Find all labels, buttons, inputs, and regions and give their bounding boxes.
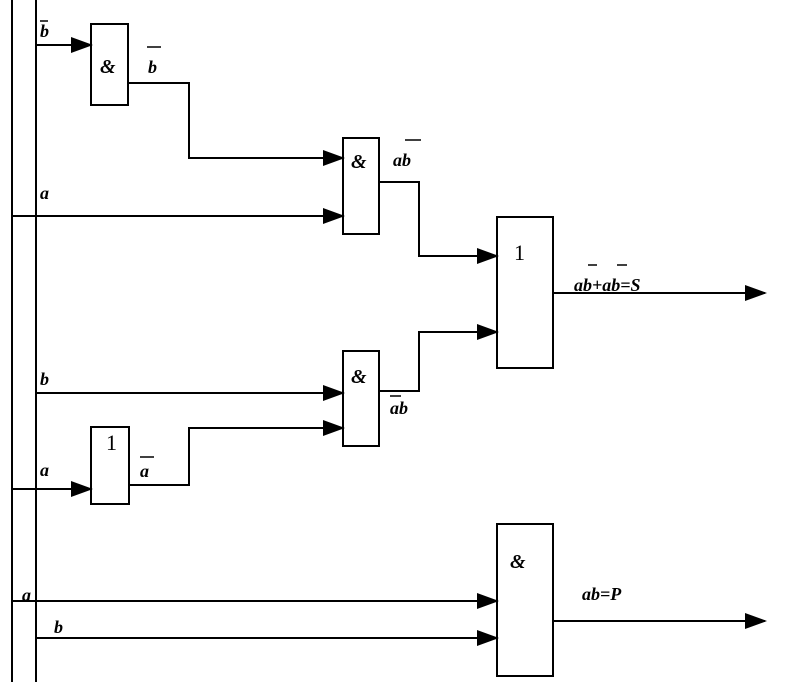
wire-and2-to-or [379, 324, 499, 392]
gate-symbol-not-a: 1 [106, 430, 117, 455]
signal-label-a-notb: ab [393, 150, 411, 170]
gate-and-a-notb [342, 137, 380, 235]
input-label-a-mid: a [40, 183, 49, 203]
input-label-a-low: a [40, 460, 49, 480]
gate-symbol-and2: & [351, 366, 367, 388]
input-label-b-top: b [40, 21, 49, 41]
gate-symbol-and1: & [351, 151, 367, 173]
input-label-b-bot: b [54, 617, 63, 637]
signal-label-nota-b: ab [390, 398, 408, 418]
wire-notb-to-and [128, 82, 345, 166]
gate-symbol-or: 1 [514, 240, 525, 265]
wire-and1-to-or [379, 181, 499, 264]
signal-label-not-b: b [148, 57, 157, 77]
gate-symbol-not-b: & [100, 56, 116, 78]
wire-nota-to-and2 [129, 420, 345, 486]
input-label-a-bot: a [22, 585, 31, 605]
output-label-sum: ab+ab=S [574, 275, 641, 295]
input-label-b-mid: b [40, 369, 49, 389]
gate-symbol-carry: & [510, 551, 526, 573]
gate-not-a [90, 426, 130, 505]
output-label-carry: ab=P [582, 584, 622, 604]
signal-label-not-a: a [140, 461, 149, 481]
gate-or-sum [496, 216, 554, 369]
gate-not-b [90, 23, 129, 106]
gate-and-carry [496, 523, 554, 677]
